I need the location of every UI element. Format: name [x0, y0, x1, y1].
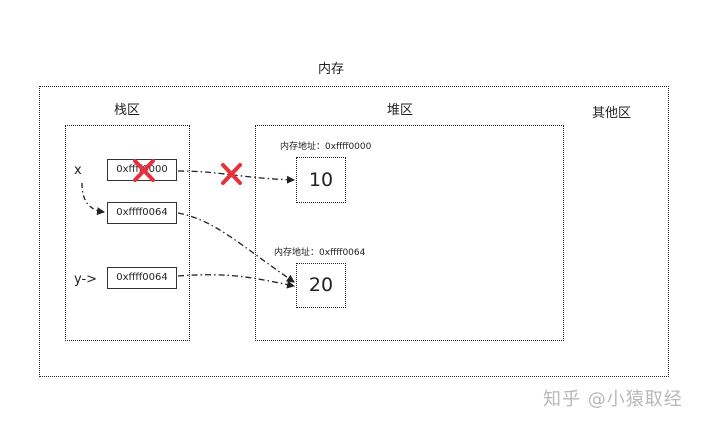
heap-label: 堆区 [387, 103, 414, 118]
stack-cell-x-new: 0xffff0064 [107, 202, 177, 224]
heap-address-label-2: 内存地址：0xffff0064 [274, 248, 366, 258]
variable-y-label: y-> [74, 272, 98, 287]
heap-object-20: 20 [296, 263, 346, 308]
memory-region [39, 86, 669, 377]
stack-label: 栈区 [114, 103, 141, 118]
memory-title: 内存 [318, 62, 345, 77]
stack-region [65, 125, 190, 341]
variable-x-label: x [74, 163, 82, 178]
watermark-text: 知乎 @小猿取经 [543, 389, 683, 410]
heap-object-10: 10 [296, 157, 346, 203]
stack-cell-x-old: 0xffff0000 [107, 159, 177, 181]
other-region-label: 其他区 [592, 106, 632, 121]
stack-cell-y: 0xffff0064 [107, 267, 177, 289]
heap-address-label-1: 内存地址：0xffff0000 [280, 142, 372, 152]
